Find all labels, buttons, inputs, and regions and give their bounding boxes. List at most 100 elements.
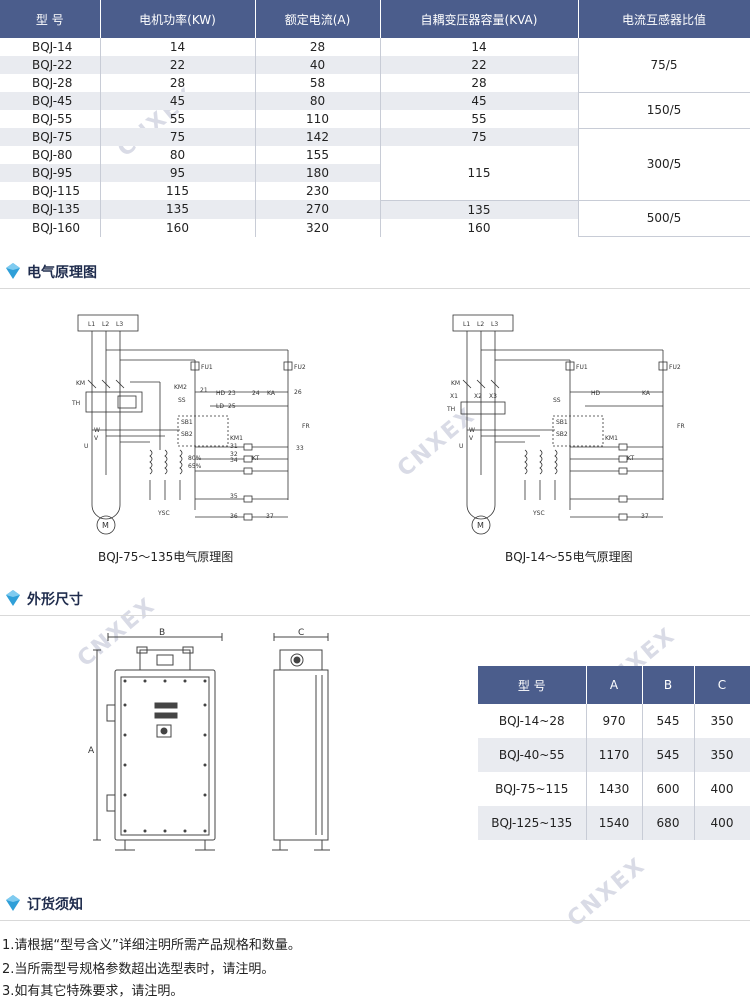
svg-text:V: V: [94, 435, 99, 442]
table-row: BQJ-115 115 230: [0, 182, 750, 200]
divider: [0, 615, 750, 616]
table-row: BQJ-55 55 110 55: [0, 110, 750, 128]
svg-text:37: 37: [641, 513, 649, 520]
svg-text:35: 35: [230, 493, 238, 500]
spec-table: 型 号 电机功率(KW) 额定电流(A) 自耦变压器容量(KVA) 电流互感器比…: [0, 0, 750, 237]
kva-cell: 135: [380, 200, 579, 219]
current-cell: 40: [255, 56, 381, 74]
order-note: 1.请根据“型号含义”详细注明所需产品规格和数量。: [2, 938, 301, 953]
dim-c-cell: 350: [694, 704, 750, 738]
svg-text:FU1: FU1: [201, 364, 213, 371]
power-cell: 80: [100, 146, 256, 164]
table-row: BQJ-14 14 28 14 75/5: [0, 38, 750, 93]
svg-text:U: U: [84, 443, 88, 450]
current-cell: 58: [255, 74, 381, 92]
svg-text:21: 21: [200, 387, 208, 394]
power-cell: 45: [100, 92, 256, 110]
kva-cell: 22: [380, 56, 579, 74]
svg-text:KA: KA: [267, 390, 276, 397]
current-cell: 110: [255, 110, 381, 128]
col-header: 电机功率(KW): [100, 0, 256, 38]
model-cell: BQJ-135: [0, 200, 101, 219]
model-cell: BQJ-14: [0, 38, 101, 56]
svg-text:YSC: YSC: [157, 510, 170, 517]
svg-text:80%: 80%: [188, 455, 202, 462]
kva-cell: 75: [380, 128, 579, 146]
current-cell: 320: [255, 218, 381, 237]
svg-text:FU2: FU2: [669, 364, 681, 371]
svg-text:SB1: SB1: [556, 419, 568, 426]
power-cell: 55: [100, 110, 256, 128]
svg-text:34: 34: [230, 457, 238, 464]
table-row: BQJ-75 75 142 75 300/5: [0, 128, 750, 201]
svg-text:25: 25: [228, 403, 236, 410]
power-cell: 95: [100, 164, 256, 182]
svg-text:24: 24: [252, 390, 260, 397]
model-cell: BQJ-115: [0, 182, 101, 200]
svg-text:KA: KA: [642, 390, 651, 397]
phase-label: L1: [88, 321, 95, 328]
phase-label: L2: [102, 321, 109, 328]
dimension-a-label: A: [88, 746, 95, 756]
ct-ratio-cell: 75/5: [578, 38, 750, 93]
diamond-icon: [6, 895, 20, 911]
model-cell: BQJ-75~115: [478, 772, 587, 806]
col-header: C: [694, 666, 750, 704]
svg-text:37: 37: [266, 513, 274, 520]
svg-text:M: M: [477, 521, 484, 530]
svg-text:32: 32: [230, 451, 238, 458]
enclosure-side-view: C: [272, 628, 330, 851]
kva-cell: 55: [380, 110, 579, 128]
svg-text:23: 23: [228, 390, 236, 397]
power-cell: 75: [100, 128, 256, 146]
model-cell: BQJ-40~55: [478, 738, 587, 772]
svg-text:V: V: [469, 435, 474, 442]
svg-text:M: M: [102, 521, 109, 530]
current-cell: 80: [255, 92, 381, 110]
svg-text:36: 36: [230, 513, 238, 520]
power-cell: 135: [100, 200, 256, 219]
table-row: BQJ-135 135 270 135 500/5: [0, 200, 750, 237]
svg-text:X2: X2: [474, 393, 482, 400]
svg-text:HD: HD: [591, 390, 601, 397]
svg-text:YSC: YSC: [532, 510, 545, 517]
diamond-icon: [6, 263, 20, 279]
svg-text:X1: X1: [450, 393, 458, 400]
dim-a-cell: 1170: [586, 738, 643, 772]
dimensions-table: 型 号 A B C BQJ-14~28 970 545 350 BQJ-40~5…: [478, 666, 750, 840]
table-row: BQJ-40~55 1170 545 350: [478, 738, 750, 772]
ct-ratio-cell: 500/5: [578, 200, 750, 237]
kva-cell: 115: [380, 146, 579, 201]
svg-text:FR: FR: [302, 423, 310, 430]
table-row: BQJ-45 45 80 45 150/5: [0, 92, 750, 129]
col-header: 型 号: [478, 666, 587, 704]
svg-text:65%: 65%: [188, 463, 202, 470]
svg-text:KM: KM: [76, 380, 85, 387]
dim-a-cell: 1430: [586, 772, 643, 806]
svg-text:SB2: SB2: [556, 431, 568, 438]
svg-text:KM2: KM2: [174, 384, 187, 391]
kva-cell: 14: [380, 38, 579, 56]
svg-text:KM1: KM1: [605, 435, 618, 442]
kva-cell: 28: [380, 74, 579, 92]
model-cell: BQJ-14~28: [478, 704, 587, 738]
section-header-dimensions: 外形尺寸: [0, 585, 750, 616]
svg-text:L3: L3: [491, 321, 498, 328]
col-header: B: [642, 666, 695, 704]
svg-text:TH: TH: [446, 406, 455, 413]
model-cell: BQJ-160: [0, 218, 101, 237]
model-cell: BQJ-95: [0, 164, 101, 182]
diagram-caption: BQJ-75～135电气原理图: [98, 550, 234, 564]
kva-cell: 45: [380, 92, 579, 110]
svg-text:FU1: FU1: [576, 364, 588, 371]
col-header: 型 号: [0, 0, 101, 38]
dim-table-header: 型 号 A B C: [478, 666, 750, 704]
section-header-ordering: 订货须知: [0, 890, 750, 921]
schematic-diagram-right: L1 L2 L3 FU1 FU2 KM X1 X2 X3 TH W V U YS…: [446, 314, 685, 535]
svg-text:FU2: FU2: [294, 364, 306, 371]
svg-text:SB2: SB2: [181, 431, 193, 438]
current-cell: 142: [255, 128, 381, 146]
model-cell: BQJ-22: [0, 56, 101, 74]
model-cell: BQJ-55: [0, 110, 101, 128]
section-title: 订货须知: [27, 897, 83, 913]
